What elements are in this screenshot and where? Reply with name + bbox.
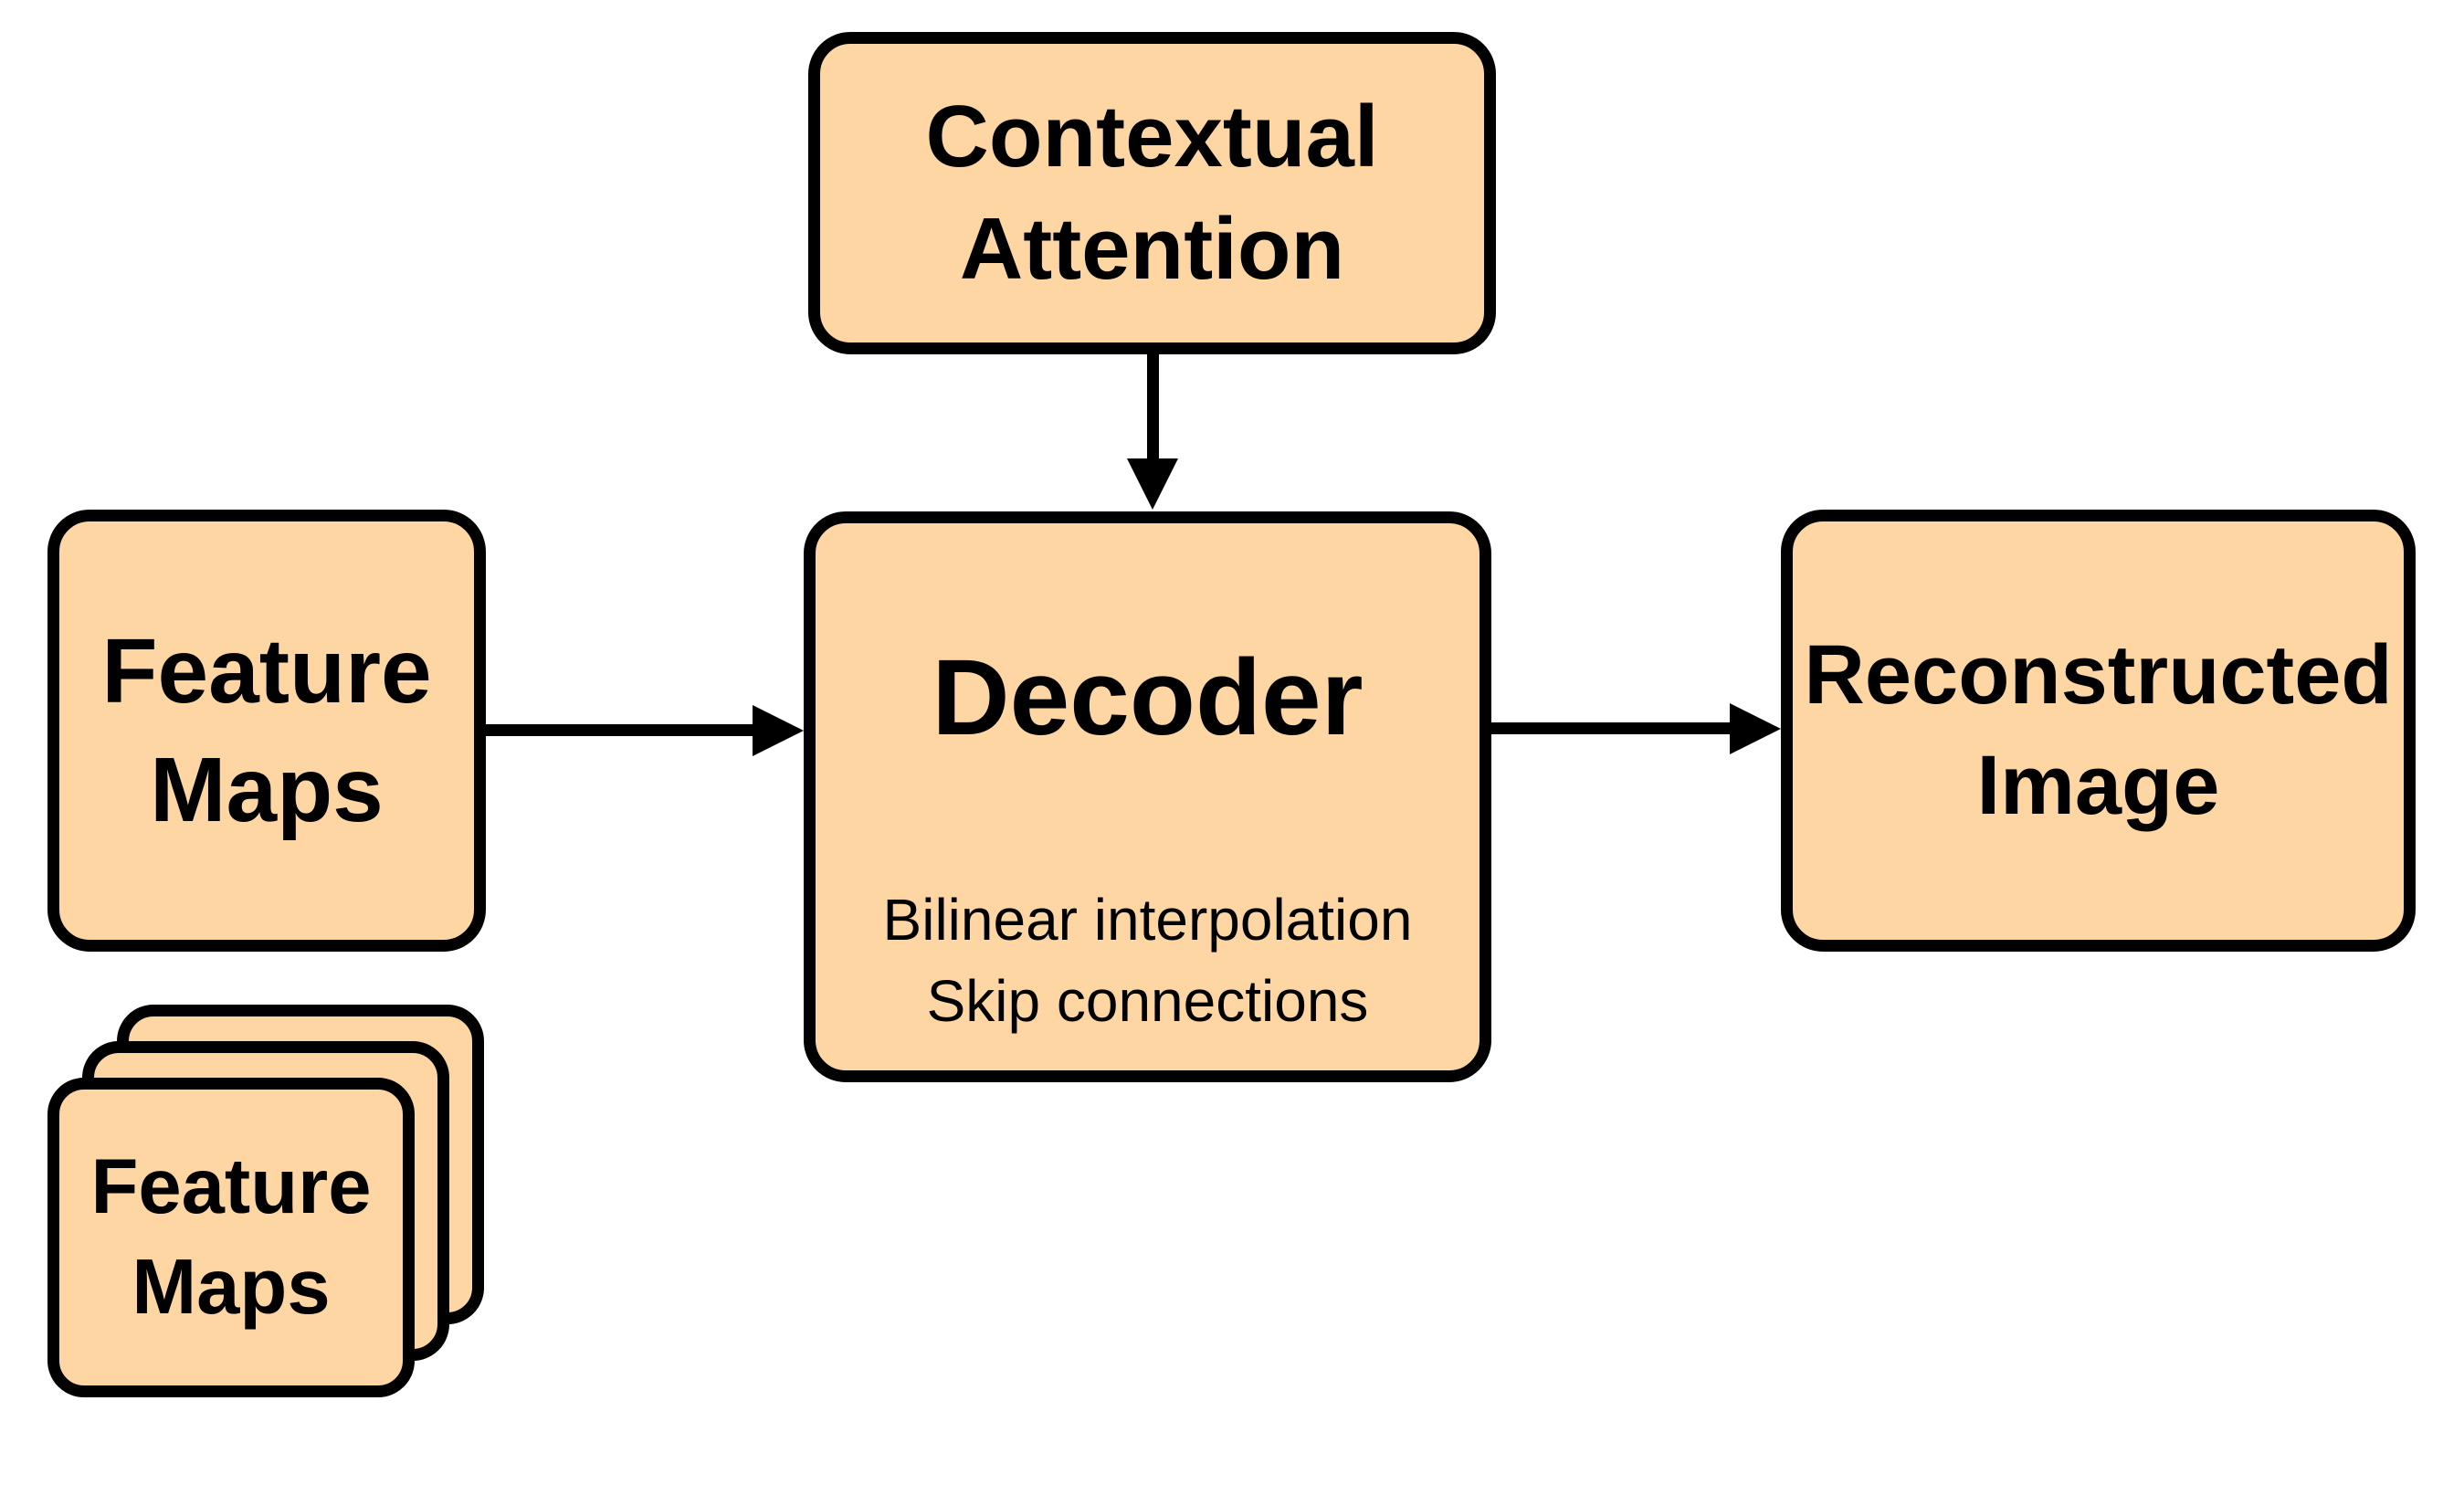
node-feature-maps-stack: Feature Maps bbox=[47, 1078, 415, 1397]
feature-maps-label: Feature Maps bbox=[101, 612, 431, 849]
arrow-contextual-attention-to-decoder-head-icon bbox=[1127, 458, 1178, 510]
decoder-subtitle-line1: Bilinear interpolation bbox=[882, 886, 1413, 953]
feature-maps-stack-line2: Maps bbox=[132, 1244, 331, 1331]
contextual-attention-line2: Attention bbox=[959, 199, 1345, 298]
contextual-attention-label: Contextual Attention bbox=[925, 81, 1378, 306]
decoder-subtitle-line2: Skip connections bbox=[926, 968, 1369, 1035]
node-contextual-attention: Contextual Attention bbox=[808, 32, 1496, 354]
decoder-subtitle: Bilinear interpolation Skip connections bbox=[883, 879, 1413, 1043]
feature-maps-line2: Maps bbox=[150, 739, 384, 841]
node-feature-maps: Feature Maps bbox=[47, 510, 486, 952]
feature-maps-stack-label: Feature Maps bbox=[90, 1137, 371, 1339]
arrow-decoder-to-reconstructed-image-line bbox=[1491, 722, 1731, 734]
reconstructed-image-line2: Image bbox=[1976, 739, 2220, 832]
arrow-feature-maps-to-decoder-line bbox=[486, 724, 758, 736]
reconstructed-image-line1: Reconstructed bbox=[1804, 627, 2393, 721]
node-reconstructed-image: Reconstructed Image bbox=[1781, 510, 2416, 952]
feature-maps-line1: Feature bbox=[101, 620, 432, 722]
arrow-contextual-attention-to-decoder-line bbox=[1147, 354, 1159, 459]
arrow-decoder-to-reconstructed-image-head-icon bbox=[1730, 703, 1781, 754]
arrow-feature-maps-to-decoder-head-icon bbox=[753, 705, 804, 756]
feature-maps-stack-line1: Feature bbox=[90, 1143, 372, 1230]
reconstructed-image-label: Reconstructed Image bbox=[1804, 620, 2392, 842]
decoder-title: Decoder bbox=[932, 637, 1364, 758]
node-decoder: Decoder Bilinear interpolation Skip conn… bbox=[804, 511, 1491, 1082]
contextual-attention-line1: Contextual bbox=[925, 87, 1379, 185]
